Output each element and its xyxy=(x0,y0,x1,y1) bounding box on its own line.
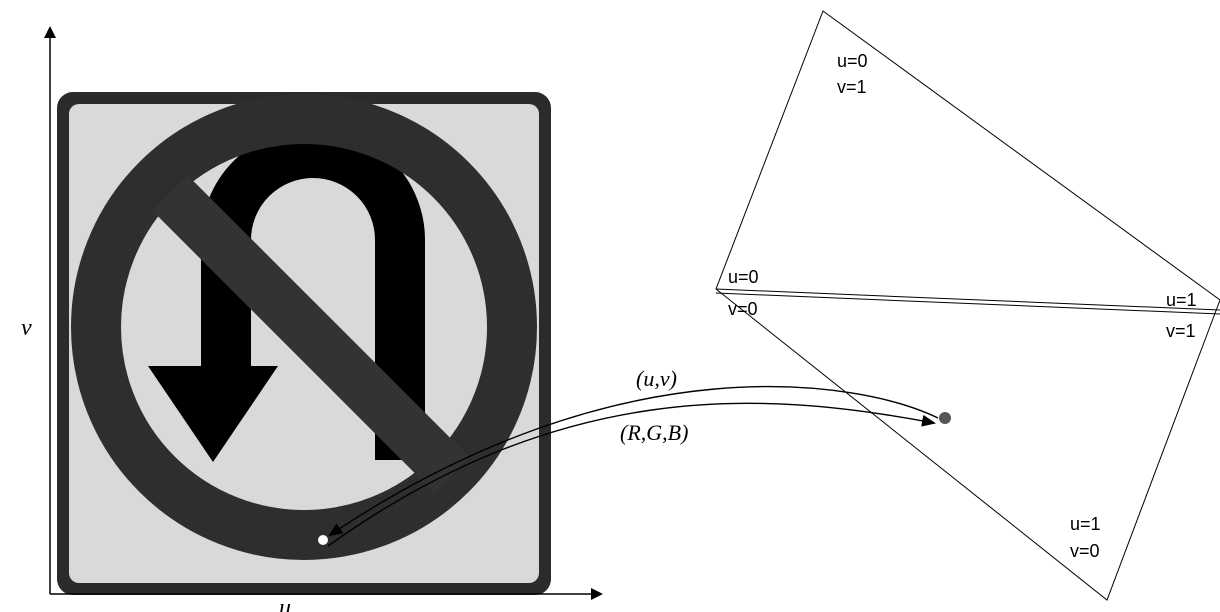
prohibition-ring xyxy=(71,94,537,560)
quad-diagonal-a xyxy=(715,288,1220,311)
screen-quad: u=0 v=1 u=0 v=0 u=1 v=1 u=1 v=0 xyxy=(715,10,1220,601)
quad-diagonal-b xyxy=(715,292,1220,315)
u-turn-arrow-icon xyxy=(148,128,425,462)
corner-bottom-v: v=0 xyxy=(1070,541,1100,561)
mapping-arrows: (u,v) (R,G,B) xyxy=(327,366,939,547)
corner-top-u: u=0 xyxy=(837,51,868,71)
corner-left-v: v=0 xyxy=(728,299,758,319)
corner-left-u: u=0 xyxy=(728,267,759,287)
rgb-label: (R,G,B) xyxy=(620,420,688,445)
texture-space: v u xyxy=(21,26,603,612)
corner-bottom-u: u=1 xyxy=(1070,514,1101,534)
rgb-return-arrow xyxy=(327,402,936,547)
no-u-turn-sign xyxy=(57,92,551,595)
uv-label: (u,v) xyxy=(636,366,677,391)
prohibition-slash xyxy=(152,175,470,493)
u-axis-label: u xyxy=(279,595,291,612)
corner-right-v: v=1 xyxy=(1166,321,1196,341)
corner-top-v: v=1 xyxy=(837,77,867,97)
screen-pixel-point xyxy=(939,412,951,424)
texture-sample-point xyxy=(318,535,328,545)
v-axis-label: v xyxy=(21,315,32,341)
quad-outline xyxy=(715,10,1220,601)
uv-lookup-arrow xyxy=(328,385,939,537)
corner-right-u: u=1 xyxy=(1166,290,1197,310)
